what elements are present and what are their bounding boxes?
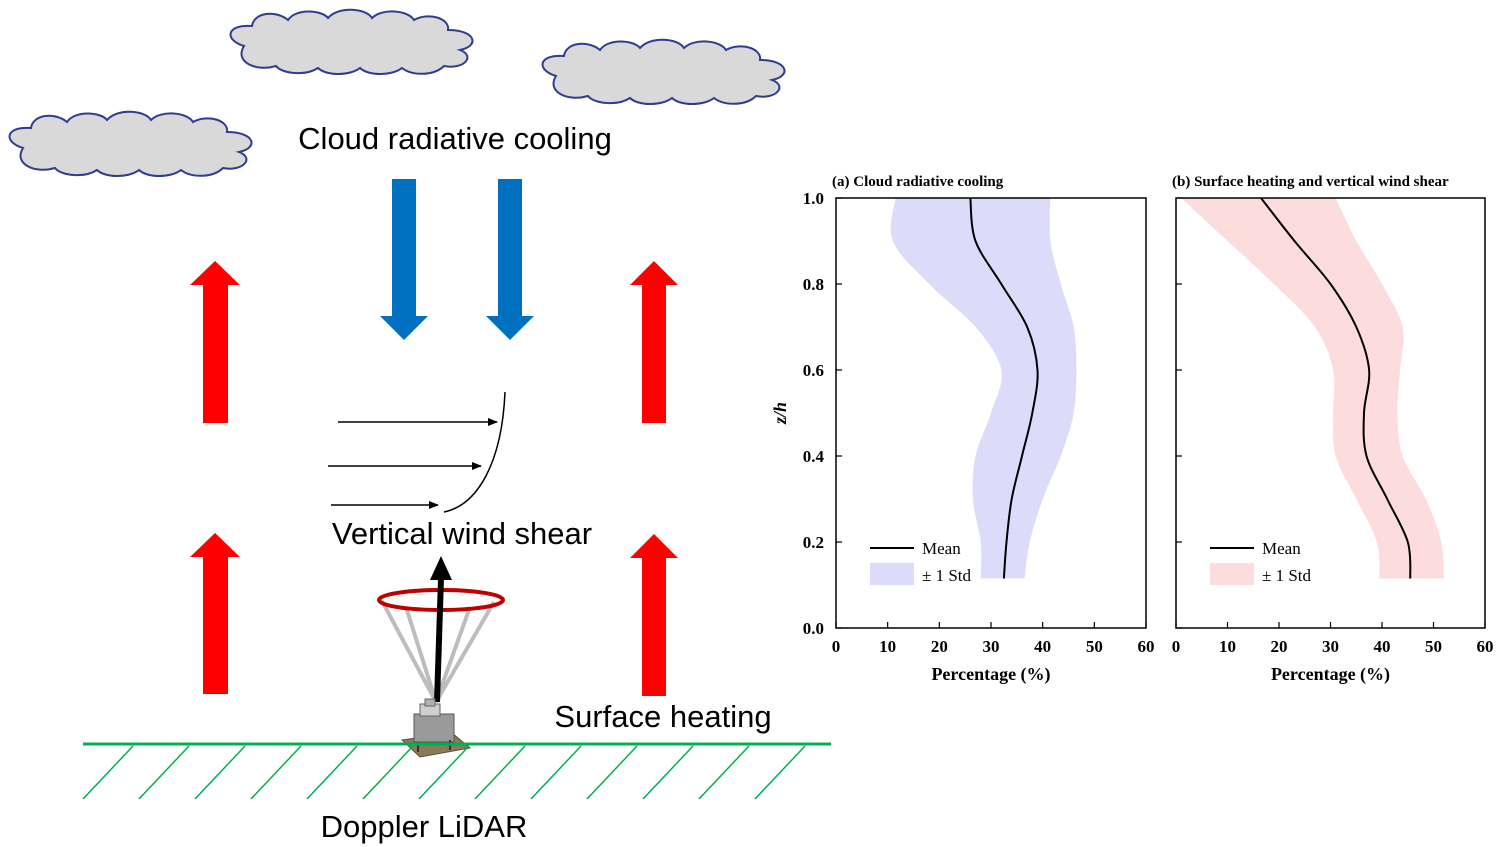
chart-title: (a) Cloud radiative cooling [832, 174, 1004, 190]
x-tick-label: 10 [879, 637, 896, 656]
x-axis-label: Percentage (%) [1271, 664, 1390, 685]
x-tick-label: 40 [1374, 637, 1391, 656]
y-tick-label: 1.0 [803, 189, 824, 208]
cooling-arrow-icon [380, 179, 428, 340]
lidar-device-icon [400, 698, 472, 758]
y-tick-label: 0.8 [803, 275, 824, 294]
y-tick-label: 0.6 [803, 361, 824, 380]
heating-arrow-icon [190, 261, 240, 423]
x-tick-label: 50 [1086, 637, 1103, 656]
std-band [890, 198, 1077, 579]
y-tick-label: 0.4 [803, 447, 825, 466]
x-tick-label: 30 [983, 637, 1000, 656]
lidar-label: Doppler LiDAR [321, 809, 528, 844]
mean-line [1260, 197, 1412, 579]
cloud-cooling-label: Cloud radiative cooling [298, 121, 612, 156]
legend-std-swatch [870, 563, 914, 585]
x-tick-label: 60 [1477, 637, 1494, 656]
wind-profile [328, 391, 506, 513]
y-axis-label: z/h [770, 402, 790, 425]
charts: 0 10 20 30 40 50 60 0.0 0.2 0.4 0.6 0.8 1.0 (a) Cloud… [770, 174, 1494, 685]
heating-arrow-icon [630, 534, 678, 696]
x-tick-label: 0 [832, 637, 841, 656]
cloud-icon [8, 110, 253, 177]
x-tick-label: 0 [1172, 637, 1181, 656]
schematic: Cloud radiative cooling Vertical wind sh… [8, 8, 831, 844]
cloud-icon [229, 8, 474, 75]
cooling-arrow-icon [486, 179, 534, 340]
lidar-scan-icon [377, 556, 505, 704]
x-axis-label: Percentage (%) [931, 664, 1050, 685]
wind-shear-label: Vertical wind shear [332, 516, 592, 551]
x-tick-label: 60 [1138, 637, 1155, 656]
x-tick-label: 50 [1425, 637, 1442, 656]
y-tick-label: 0.0 [803, 619, 824, 638]
x-tick-label: 10 [1219, 637, 1236, 656]
chart-panel-b: 0 10 20 30 40 50 60 (b) Surface heating and ver… [1172, 174, 1494, 685]
cloud-icon [541, 38, 786, 105]
std-band [1181, 198, 1444, 579]
surface-heating-label: Surface heating [554, 699, 771, 734]
legend-mean-label: Mean [1262, 539, 1301, 558]
chart-panel-a: 0 10 20 30 40 50 60 0.0 0.2 0.4 0.6 0.8 1.0 (a) Cloud… [770, 174, 1155, 685]
x-tick-label: 30 [1322, 637, 1339, 656]
mean-line [969, 197, 1039, 579]
legend-mean-label: Mean [922, 539, 961, 558]
y-tick-label: 0.2 [803, 533, 824, 552]
x-tick-label: 40 [1034, 637, 1051, 656]
heating-arrow-icon [630, 261, 678, 423]
heating-arrow-icon [190, 533, 240, 694]
legend-std-label: ± 1 Std [1262, 566, 1312, 585]
legend-std-swatch [1210, 563, 1254, 585]
x-tick-label: 20 [931, 637, 948, 656]
ground [82, 742, 831, 800]
x-tick-label: 20 [1271, 637, 1288, 656]
legend-std-label: ± 1 Std [922, 566, 972, 585]
chart-title: (b) Surface heating and vertical wind sh… [1172, 174, 1449, 190]
